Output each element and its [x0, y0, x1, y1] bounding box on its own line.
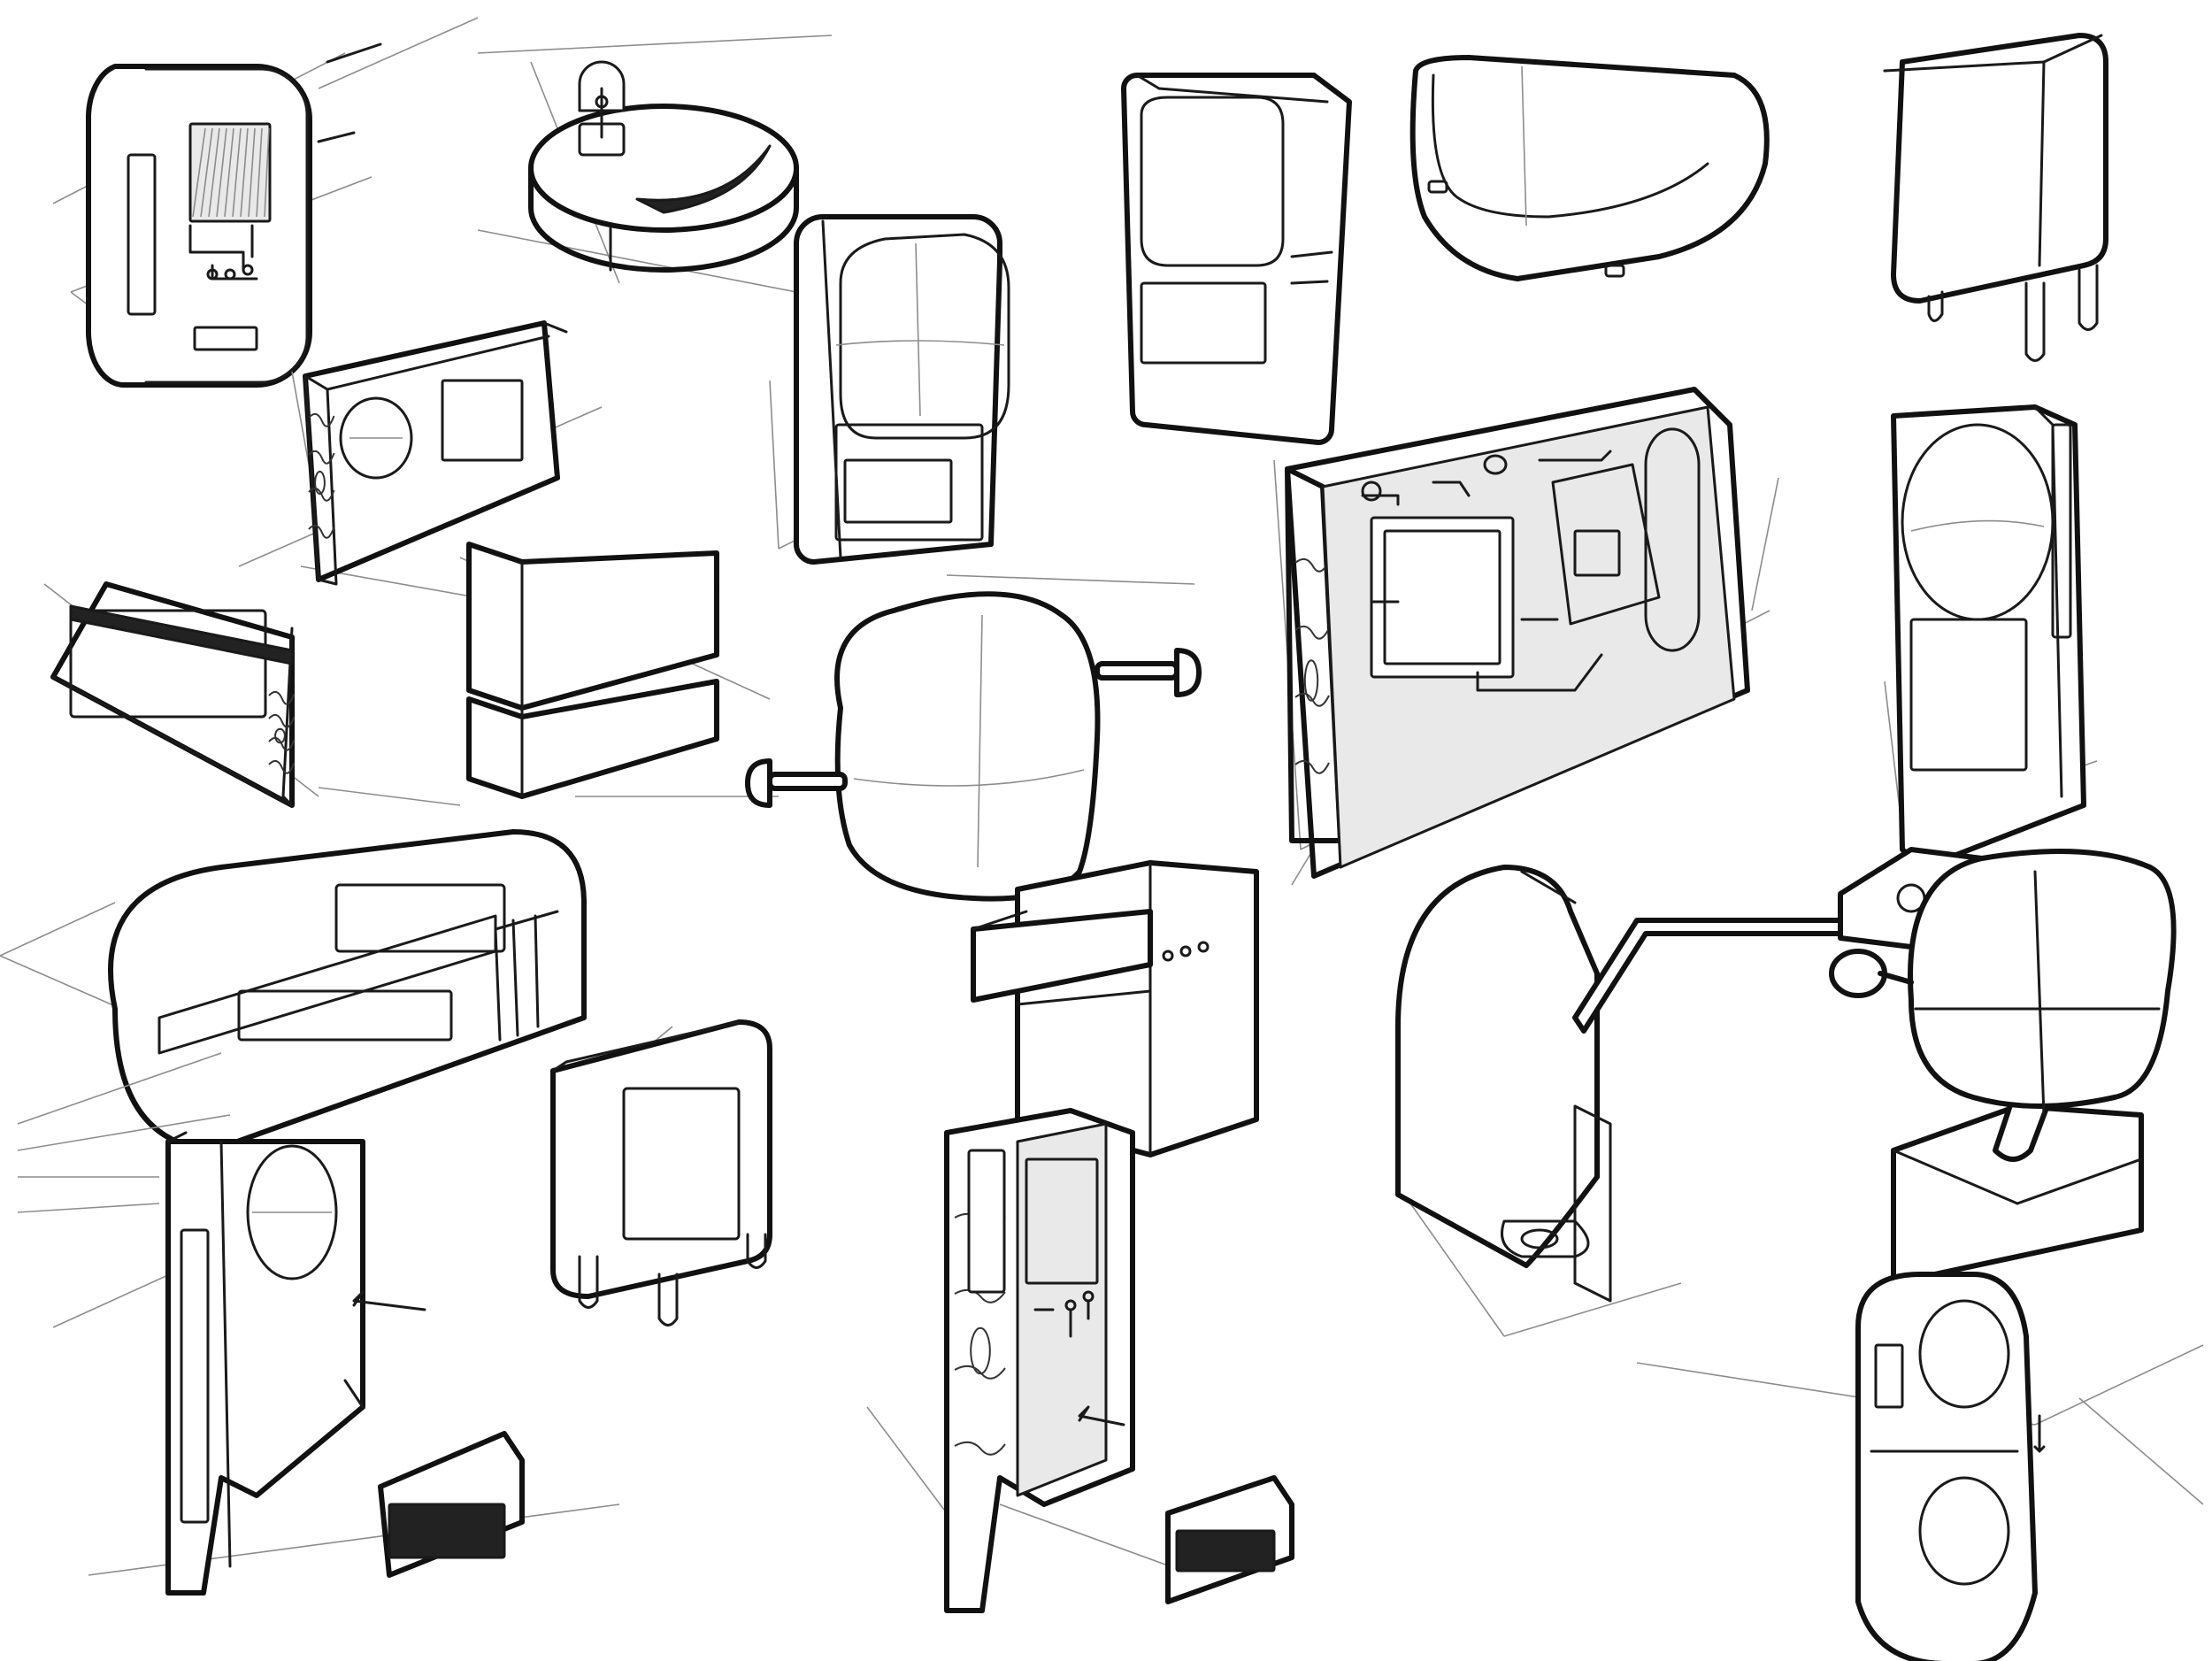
console-icon [0, 829, 587, 1153]
dual-speaker-icon [1636, 1272, 2204, 1661]
circuit-frame-wood [1273, 387, 1779, 886]
tower-speaker-icon [17, 1052, 620, 1596]
speaker-icon [1409, 55, 1770, 281]
shelf-unit-icon [971, 860, 1259, 1157]
dome-lamp-icon [477, 35, 833, 293]
round-base-dome [477, 35, 833, 293]
cube-speaker-icon [1883, 33, 2108, 362]
tall-speaker-vent [17, 1052, 620, 1596]
shelf-unit-knobs [971, 860, 1259, 1157]
tv-on-axle [745, 574, 1202, 902]
stacked-blocks-icon [459, 542, 779, 799]
crt-tv-icon [1121, 73, 1352, 445]
swivel-tv-icon [1829, 849, 2177, 1286]
tower-speaker-round [1884, 404, 2098, 870]
pill-speaker-wide [1409, 55, 1770, 281]
wedge-display-wood [43, 581, 461, 808]
crt-tv-angled [1121, 73, 1352, 445]
crt-tv-icon [769, 214, 1010, 565]
cube-tv-legs [550, 1019, 772, 1326]
pill-dual-speaker [1636, 1272, 2204, 1661]
cube-speaker-legs [1883, 33, 2108, 362]
wood-box-radio [238, 320, 603, 620]
curved-console [0, 829, 587, 1153]
circuit-panel-icon [1273, 387, 1779, 886]
pill-device-icon [52, 17, 479, 388]
sketches-layer [0, 17, 2204, 1661]
tower-speaker-icon [1884, 404, 2098, 870]
wood-frame-glass [866, 1108, 1294, 1613]
axle-tv-icon [745, 574, 1202, 902]
radio-box-icon [238, 320, 603, 620]
pill-device-circuit [52, 17, 479, 388]
crt-tv-tall [769, 214, 1010, 565]
glass-frame-icon [866, 1108, 1294, 1613]
stacked-blocks [459, 542, 779, 799]
wedge-display-icon [43, 581, 461, 808]
cube-tv-icon [550, 1019, 772, 1326]
tv-swivel-stand [1829, 849, 2177, 1286]
